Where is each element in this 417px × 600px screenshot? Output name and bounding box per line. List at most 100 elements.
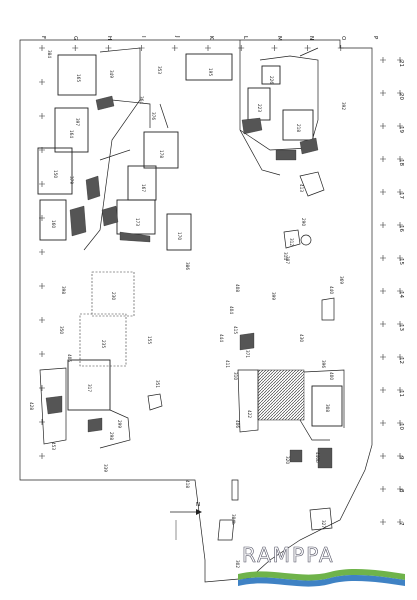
grid-cross (380, 453, 386, 459)
grid-number-15: 15 (398, 258, 404, 265)
southeast-complex (237, 369, 345, 469)
grid-crosses (39, 45, 403, 525)
room-label-223: 223 (257, 104, 262, 112)
grid-cross (397, 453, 403, 459)
feature-label-349: 349 (109, 70, 114, 78)
feature-label-415: 415 (233, 326, 238, 334)
grid-letter-j: J (174, 35, 180, 38)
grid-number-7: 7 (398, 522, 404, 526)
grid-cross (39, 385, 45, 391)
feature-label-299: 299 (117, 420, 122, 428)
room-label-230: 230 (111, 292, 116, 300)
grid-cross (380, 486, 386, 492)
grid-cross (39, 317, 45, 323)
feature-label-418: 418 (185, 480, 190, 488)
grid-number-19: 19 (398, 126, 404, 133)
room-labels: 1651641501601671781731701952232182262302… (51, 68, 330, 412)
feature-label-364: 364 (139, 96, 144, 104)
grid-number-8: 8 (398, 489, 404, 493)
grid-cross (205, 45, 211, 51)
central-structures (239, 229, 335, 351)
grid-number-11: 11 (398, 390, 404, 397)
feature-label-369: 369 (339, 276, 344, 284)
grid-letter-f: F (40, 36, 46, 39)
grid-cross (337, 45, 344, 51)
feature-label-310: 310 (233, 372, 238, 380)
grid-cross (238, 45, 245, 51)
grid-cross (304, 45, 311, 51)
feature-label-314: 314 (283, 252, 288, 260)
logo-wave-blue (238, 574, 405, 587)
grid-cross (380, 189, 386, 195)
feature-label-399: 399 (271, 292, 276, 300)
room-label-170: 170 (177, 232, 182, 240)
grid-cross (105, 45, 112, 51)
room-label-164: 164 (69, 130, 74, 138)
feature-label-320: 320 (285, 456, 290, 464)
grid-cross (380, 420, 386, 426)
feature-label-327: 327 (321, 520, 326, 528)
grid-cross (39, 351, 45, 357)
grid-cross (380, 222, 386, 228)
feature-label-339: 339 (103, 464, 108, 472)
room-label-218: 218 (296, 124, 301, 132)
grid-cross (39, 45, 45, 51)
room-label-226: 226 (269, 76, 274, 84)
grid-cross (380, 156, 386, 162)
grid-number-17: 17 (398, 192, 404, 199)
grid-cross (380, 519, 386, 525)
grid-letter-n: N (308, 36, 314, 40)
grid-letter-k: K (208, 36, 214, 40)
grid-cross (397, 288, 403, 294)
grid-letter-p: P (372, 36, 378, 40)
grid-cross (397, 354, 403, 360)
grid-number-10: 10 (398, 423, 404, 430)
grid-cross (380, 354, 386, 360)
grid-cross (397, 57, 403, 63)
feature-label-312: 312 (289, 238, 294, 246)
grid-cross (380, 255, 386, 261)
room-170 (166, 213, 192, 251)
feature-label-384b: 384b (231, 514, 236, 525)
feature-label-351: 351 (155, 380, 160, 388)
grid-number-9: 9 (398, 456, 404, 460)
room-230 (91, 271, 135, 317)
north-label: N (196, 502, 200, 508)
room-label-173: 173 (135, 218, 140, 226)
room-308 (311, 385, 343, 427)
feature-label-376: 376 (151, 112, 156, 120)
grid-letter-i: I (140, 36, 146, 38)
grid-cross (397, 420, 403, 426)
grid-cross (39, 249, 45, 255)
feature-label-350: 350 (59, 326, 64, 334)
room-label-308: 308 (325, 404, 330, 412)
northeast-complex (185, 40, 325, 197)
feature-label-430: 430 (299, 334, 304, 342)
grid-number-12: 12 (398, 357, 404, 364)
room-165 (57, 54, 97, 96)
grid-letter-l: L (242, 36, 248, 40)
room-195 (185, 53, 233, 81)
grid-cross (397, 255, 403, 261)
feature-label-397: 397 (75, 118, 80, 126)
room-label-235: 235 (101, 340, 106, 348)
feature-label-384: 384 (47, 50, 52, 58)
feature-label-386: 386 (185, 262, 190, 270)
grid-cross (397, 222, 403, 228)
grid-number-20: 20 (398, 93, 404, 100)
logo-text: RAMPPA (242, 543, 335, 567)
grid-cross (380, 288, 386, 294)
feature-label-396: 396 (321, 360, 326, 368)
grid-cross (39, 79, 45, 85)
feature-label-422: 422 (247, 410, 252, 418)
feature-label-405: 405 (67, 354, 72, 362)
feature-label-413: 413 (299, 184, 304, 192)
grid-cross (39, 283, 45, 289)
grid-cross (397, 321, 403, 327)
room-235 (79, 313, 127, 367)
feature-label-440b: 440b (315, 452, 320, 463)
grid-letter-g: G (72, 36, 78, 40)
room-label-195: 195 (208, 68, 213, 76)
northwest-complex (37, 47, 192, 251)
grid-cross (397, 156, 403, 162)
